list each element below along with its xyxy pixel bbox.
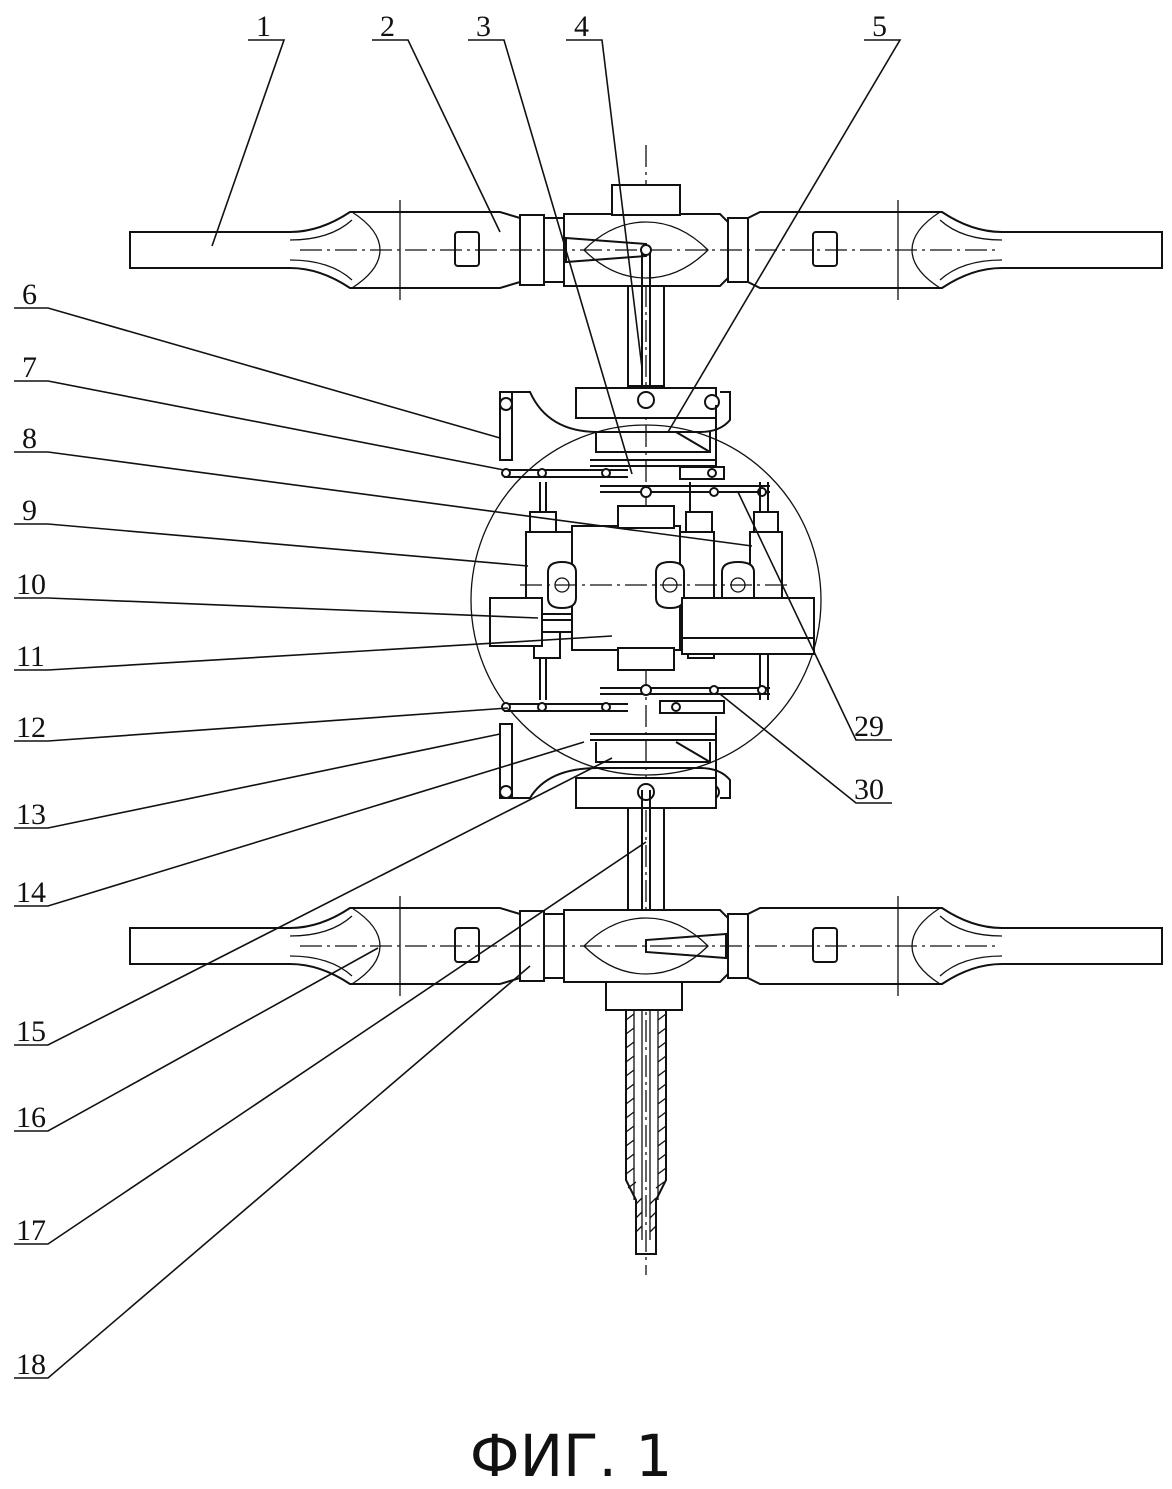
callout-6: 6 — [22, 278, 37, 311]
lower-mast — [605, 981, 683, 1255]
callout-3: 3 — [476, 10, 491, 43]
upper-linkage — [501, 466, 770, 498]
callout-labels: 1 2 3 4 5 6 7 8 9 10 11 12 13 14 15 16 1… — [16, 10, 887, 1381]
callout-29: 29 — [854, 710, 884, 743]
callout-17: 17 — [16, 1214, 46, 1247]
callout-30: 30 — [854, 773, 884, 806]
callout-12: 12 — [16, 711, 46, 744]
callout-5: 5 — [872, 10, 887, 43]
callout-13: 13 — [16, 798, 46, 831]
upper-shaft — [627, 244, 665, 396]
callout-16: 16 — [16, 1101, 46, 1134]
callout-4: 4 — [574, 10, 589, 43]
callout-9: 9 — [22, 494, 37, 527]
figure-caption: ФИГ. 1 — [470, 1422, 672, 1489]
callout-10: 10 — [16, 568, 46, 601]
detail-circle — [470, 424, 822, 776]
callout-18: 18 — [16, 1348, 46, 1381]
callout-15: 15 — [16, 1015, 46, 1048]
lower-swashplate — [499, 716, 731, 809]
leader-lines — [14, 39, 902, 1379]
lower-linkage — [501, 684, 770, 714]
callout-7: 7 — [22, 351, 37, 384]
callout-2: 2 — [380, 10, 395, 43]
callout-8: 8 — [22, 422, 37, 455]
callout-1: 1 — [256, 10, 271, 43]
lower-rotor — [129, 896, 1163, 996]
upper-rotor — [129, 184, 1163, 300]
upper-swashplate — [499, 387, 731, 470]
callout-11: 11 — [16, 640, 45, 673]
actuator-block — [489, 482, 815, 700]
callout-14: 14 — [16, 876, 46, 909]
